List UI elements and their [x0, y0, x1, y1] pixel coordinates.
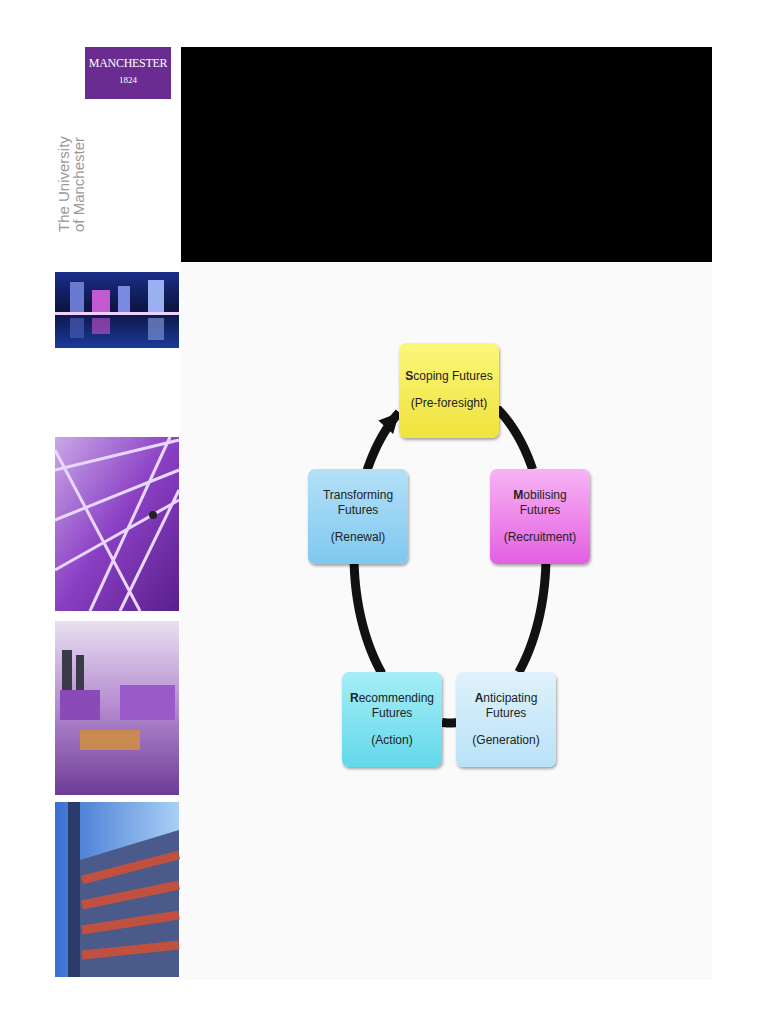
- content-panel: [180, 262, 712, 980]
- cycle-arrow: [499, 411, 533, 470]
- city-photo: [55, 272, 179, 348]
- stage-subtitle: (Renewal): [331, 530, 386, 546]
- stage-subtitle: (Recruitment): [504, 530, 577, 546]
- glass-roof-photo: [55, 437, 179, 611]
- stage-name: Transforming Futures: [314, 488, 402, 519]
- interior-photo: [55, 621, 179, 795]
- stage-name: Mobilising Futures: [496, 488, 584, 519]
- stage-name: Recommending Futures: [348, 691, 436, 722]
- logo-text: MANCHESTER: [85, 56, 171, 71]
- stage-box: Anticipating Futures (Generation): [456, 672, 556, 767]
- stage-box: Recommending Futures (Action): [342, 672, 442, 767]
- cycle-arrow: [519, 564, 546, 672]
- building-photo: [55, 802, 179, 977]
- stage-subtitle: (Generation): [472, 733, 539, 749]
- cycle-arrow: [354, 564, 381, 672]
- stage-box: Transforming Futures (Renewal): [308, 469, 408, 564]
- stage-subtitle: (Action): [371, 733, 412, 749]
- title-bar: [181, 47, 712, 262]
- university-name: The University of Manchester: [56, 120, 86, 232]
- stage-name: Anticipating Futures: [462, 691, 550, 722]
- stage-box: Mobilising Futures (Recruitment): [490, 469, 590, 564]
- cycle-arrow: [442, 718, 456, 728]
- stage-box: Scoping Futures (Pre-foresight): [399, 343, 499, 438]
- logo-box: [85, 47, 171, 99]
- cycle-arrow: [368, 412, 400, 469]
- stage-subtitle: (Pre-foresight): [411, 396, 488, 412]
- stage-name: Scoping Futures: [405, 369, 492, 385]
- logo-year: 1824: [85, 75, 171, 85]
